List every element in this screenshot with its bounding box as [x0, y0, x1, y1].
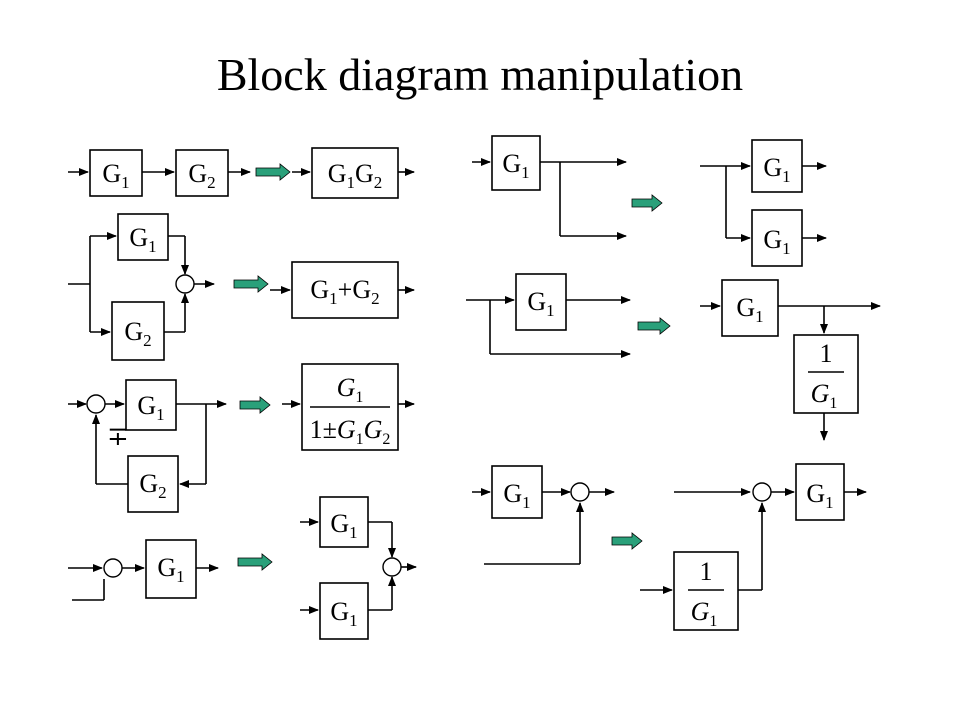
summing-junction — [86, 394, 106, 414]
block-g1 — [319, 496, 369, 548]
summing-junction — [175, 274, 195, 294]
block-g1 — [721, 279, 779, 337]
summing-junction — [103, 558, 123, 578]
block-g2 — [111, 301, 165, 361]
block-g1 — [319, 582, 369, 640]
sign-label: ∓ — [107, 422, 129, 451]
block-g1 — [89, 149, 143, 197]
block-g2 — [175, 149, 229, 197]
summing-junction — [752, 482, 772, 502]
page-title: Block diagram manipulation — [216, 49, 744, 100]
transform-arrow — [631, 194, 663, 212]
block-g2 — [127, 455, 179, 513]
block-g1g2 — [311, 147, 399, 199]
transform-arrow — [255, 163, 291, 181]
move-pickoff-behind-rule: G1 G1 1 G1 — [466, 273, 881, 441]
transform-arrow — [637, 317, 671, 335]
transform-arrow — [239, 396, 271, 414]
feedback-rule: G1 G2 ∓ G1 1±G1G2 — [68, 363, 415, 513]
summing-junction — [382, 557, 402, 577]
transform-arrow — [237, 553, 273, 571]
block-g1-plus-g2-label: G1+G2 — [310, 275, 379, 308]
block-g1 — [491, 465, 543, 519]
block-g1g2-label: G1G2 — [328, 159, 383, 192]
block-g1 — [515, 273, 567, 331]
block-g1-label: G1 — [102, 159, 129, 192]
transform-arrow — [233, 275, 269, 293]
move-pickoff-ahead-rule: G1 G1 G1 — [472, 135, 827, 267]
block-g1 — [145, 539, 197, 599]
fraction-numerator: 1 — [820, 339, 833, 368]
series-rule: G1 G2 G1G2 — [68, 147, 415, 199]
feedback-denominator: 1±G1G2 — [310, 415, 391, 448]
summing-junction — [570, 482, 590, 502]
block-g1-plus-g2 — [291, 261, 399, 319]
block-g1 — [125, 379, 177, 431]
block-inverse-g1 — [673, 551, 739, 631]
transform-arrow — [611, 532, 643, 550]
block-inverse-g1 — [793, 334, 859, 414]
fraction-numerator: 1 — [700, 557, 713, 586]
block-g1 — [117, 213, 169, 261]
move-summing-behind-rule: G1 G1 1 G1 — [472, 463, 867, 631]
move-summing-ahead-rule: G1 G1 G1 — [68, 496, 417, 640]
block-g1 — [751, 139, 803, 193]
block-g1 — [491, 135, 541, 191]
parallel-rule: G1 G2 G1+G2 — [68, 213, 415, 361]
